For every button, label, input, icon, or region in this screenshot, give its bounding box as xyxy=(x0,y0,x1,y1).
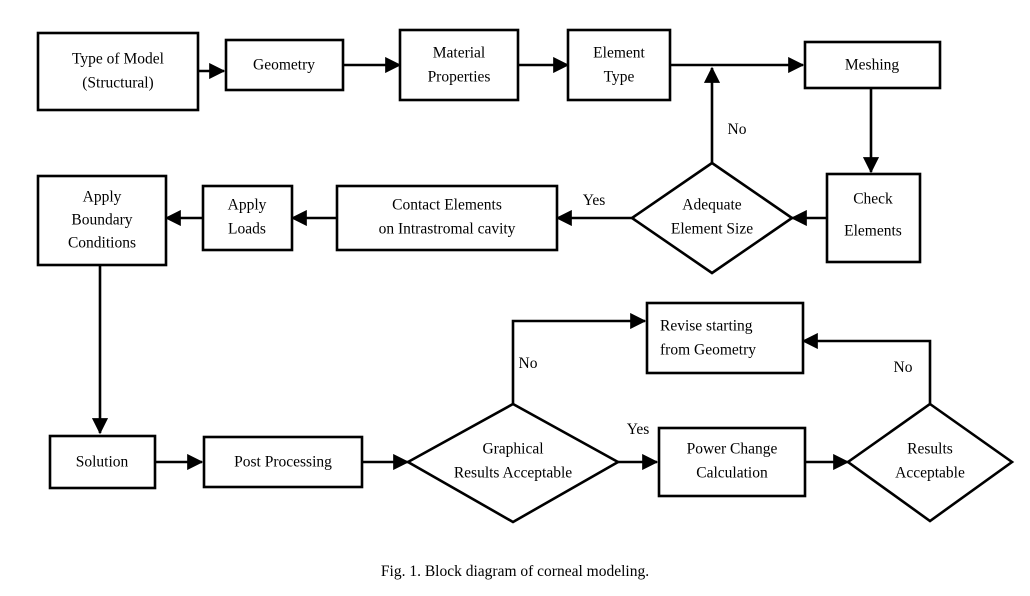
node-geometry-label: Geometry xyxy=(253,57,315,74)
node-post-processing-label: Post Processing xyxy=(234,454,332,471)
edge-label-yes-adequate: Yes xyxy=(583,192,606,209)
node-abc-line3: Conditions xyxy=(68,235,136,252)
edge-label-no-results: No xyxy=(894,359,913,376)
node-apply-loads-line1: Apply xyxy=(228,197,267,214)
node-check-elements[interactable]: Check Elements xyxy=(825,172,922,264)
node-graphical-results-acceptable[interactable]: Graphical Results Acceptable xyxy=(405,402,621,524)
node-post-processing[interactable]: Post Processing xyxy=(202,435,364,489)
edge-no-results-to-revise xyxy=(801,332,932,404)
edge-label-no-graphical: No xyxy=(519,355,538,372)
node-adequate-line2: Element Size xyxy=(671,221,753,238)
node-meshing[interactable]: Meshing xyxy=(803,40,942,90)
node-material-line2: Properties xyxy=(428,69,491,86)
node-abc-line2: Boundary xyxy=(71,212,132,229)
node-element-line1: Element xyxy=(593,45,645,62)
node-apply-loads[interactable]: Apply Loads xyxy=(201,184,294,252)
node-material-line1: Material xyxy=(433,45,486,62)
edge-no-graphical-to-revise xyxy=(511,312,647,404)
node-check-line1: Check xyxy=(853,191,893,208)
node-revise-line2: from Geometry xyxy=(660,342,756,359)
node-material-properties[interactable]: Material Properties xyxy=(398,28,520,102)
node-meshing-label: Meshing xyxy=(845,57,900,74)
node-check-line2: Elements xyxy=(844,223,902,240)
node-adequate-line1: Adequate xyxy=(682,197,742,214)
edge-label-no-adequate: No xyxy=(728,121,747,138)
node-contact-elements[interactable]: Contact Elements on Intrastromal cavity xyxy=(335,184,559,252)
node-apply-loads-line2: Loads xyxy=(228,221,266,238)
node-type-of-model-line2: (Structural) xyxy=(82,75,153,92)
node-contact-line2: on Intrastromal cavity xyxy=(379,221,516,238)
node-results-line1: Results xyxy=(907,441,953,458)
node-element-type[interactable]: Element Type xyxy=(566,28,672,102)
node-power-line2: Calculation xyxy=(696,465,768,482)
node-results-acceptable[interactable]: Results Acceptable xyxy=(845,402,1015,523)
node-abc-line1: Apply xyxy=(83,189,122,206)
node-contact-line1: Contact Elements xyxy=(392,197,502,214)
node-type-of-model[interactable]: Type of Model (Structural) xyxy=(36,31,200,112)
edge-label-yes-graphical: Yes xyxy=(627,421,650,438)
node-graphical-line2: Results Acceptable xyxy=(454,465,572,482)
node-graphical-line1: Graphical xyxy=(482,441,543,458)
node-revise-line1: Revise starting xyxy=(660,318,753,335)
node-results-line2: Acceptable xyxy=(895,465,965,482)
node-geometry[interactable]: Geometry xyxy=(224,38,345,92)
node-revise-starting-from-geometry[interactable]: Revise starting from Geometry xyxy=(645,301,805,375)
node-solution[interactable]: Solution xyxy=(48,434,157,490)
node-apply-boundary-conditions[interactable]: Apply Boundary Conditions xyxy=(36,174,168,267)
node-element-line2: Type xyxy=(604,69,635,86)
figure-caption: Fig. 1. Block diagram of corneal modelin… xyxy=(380,563,650,580)
node-power-line1: Power Change xyxy=(687,441,778,458)
node-type-of-model-line1: Type of Model xyxy=(72,51,164,68)
node-adequate-element-size[interactable]: Adequate Element Size xyxy=(629,161,795,275)
node-solution-label: Solution xyxy=(76,454,129,471)
node-power-change-calculation[interactable]: Power Change Calculation xyxy=(657,426,807,498)
